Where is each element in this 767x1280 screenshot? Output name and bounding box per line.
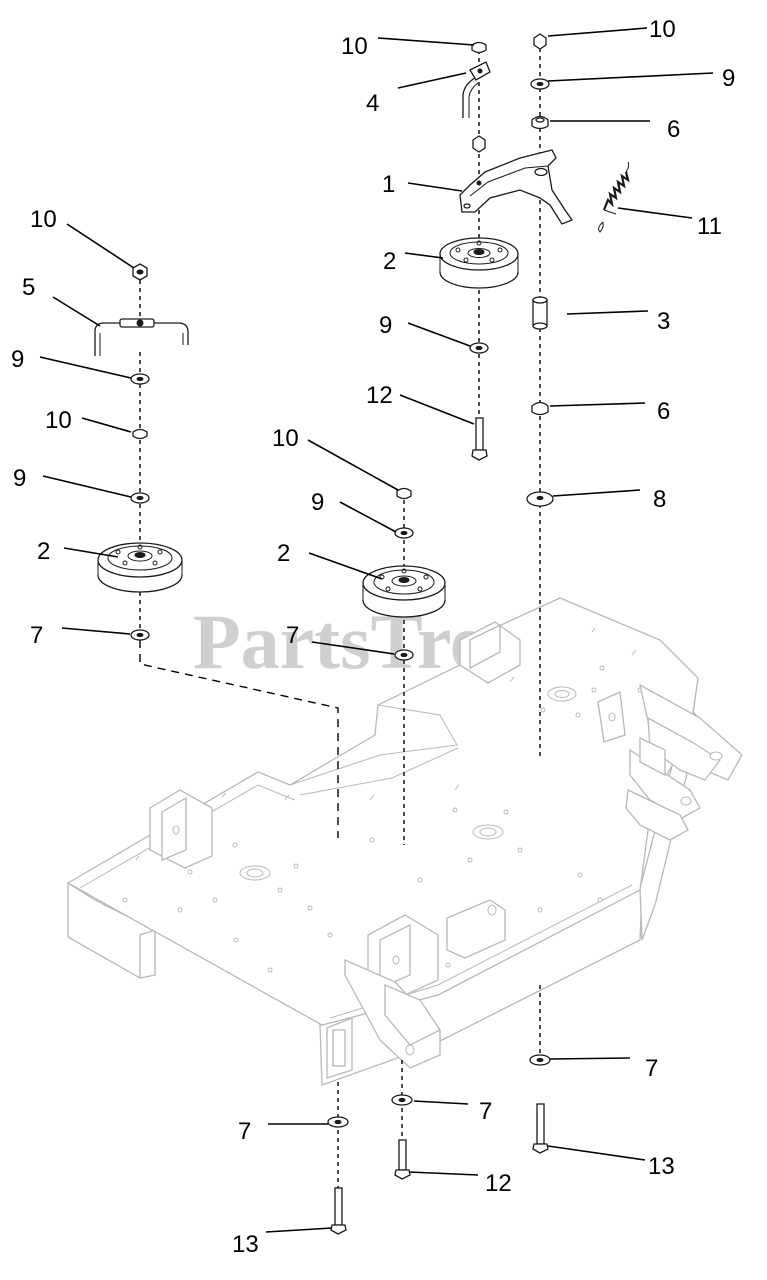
callout-5: 5 [22, 274, 35, 301]
nut-part-10-upper [471, 41, 487, 54]
bolt-part-12-lower [394, 1139, 411, 1180]
callout-12: 12 [366, 382, 393, 409]
callout-7: 7 [645, 1055, 658, 1082]
callout-7: 7 [238, 1118, 251, 1145]
callout-11: 11 [697, 213, 722, 240]
callout-4: 4 [366, 90, 379, 117]
nut-part-10-center [396, 487, 412, 500]
callout-10: 10 [649, 16, 676, 43]
bolt-part-13-left [330, 1187, 347, 1235]
callout-9: 9 [311, 489, 324, 516]
callout-7: 7 [286, 622, 299, 649]
callout-7: 7 [479, 1098, 492, 1125]
parts [94, 33, 630, 1235]
leader-lines [39, 27, 714, 1233]
callout-13: 13 [648, 1153, 675, 1180]
bushing-part-6-lower [531, 401, 549, 416]
idler-arm-part-1 [459, 149, 574, 225]
callout-2: 2 [383, 248, 396, 275]
callout-6: 6 [667, 116, 680, 143]
callout-9: 9 [379, 312, 392, 339]
callout-10: 10 [30, 206, 57, 233]
bolt-part-13-right [532, 1103, 549, 1154]
callout-9: 9 [11, 346, 24, 373]
bolt-part-12-upper [471, 417, 488, 461]
callout-2: 2 [277, 540, 290, 567]
callout-8: 8 [653, 486, 666, 513]
callout-9: 9 [722, 65, 735, 92]
left-idler-pulley-part-2 [97, 542, 183, 593]
callout-3: 3 [657, 308, 670, 335]
nut-part-10-pivot [533, 33, 547, 50]
callout-6: 6 [657, 398, 670, 425]
callout-9: 9 [13, 465, 26, 492]
spacer-part-3 [532, 296, 548, 330]
callout-2: 2 [37, 538, 50, 565]
callout-1: 1 [382, 171, 395, 198]
bent-pin-part-4 [462, 73, 481, 118]
center-idler-pulley-part-2 [362, 565, 446, 618]
callout-10: 10 [341, 33, 368, 60]
callout-7: 7 [30, 622, 43, 649]
callout-12: 12 [485, 1170, 512, 1197]
idler-rod-part-5 [94, 322, 189, 356]
upper-idler-pulley-part-2 [439, 237, 519, 289]
callout-10: 10 [45, 407, 72, 434]
callout-13: 13 [232, 1231, 259, 1258]
spring-part-11 [598, 161, 630, 233]
callouts: 1 2 2 2 3 4 5 6 6 7 7 7 7 7 8 9 9 9 9 9 … [11, 16, 735, 1258]
callout-10: 10 [272, 425, 299, 452]
